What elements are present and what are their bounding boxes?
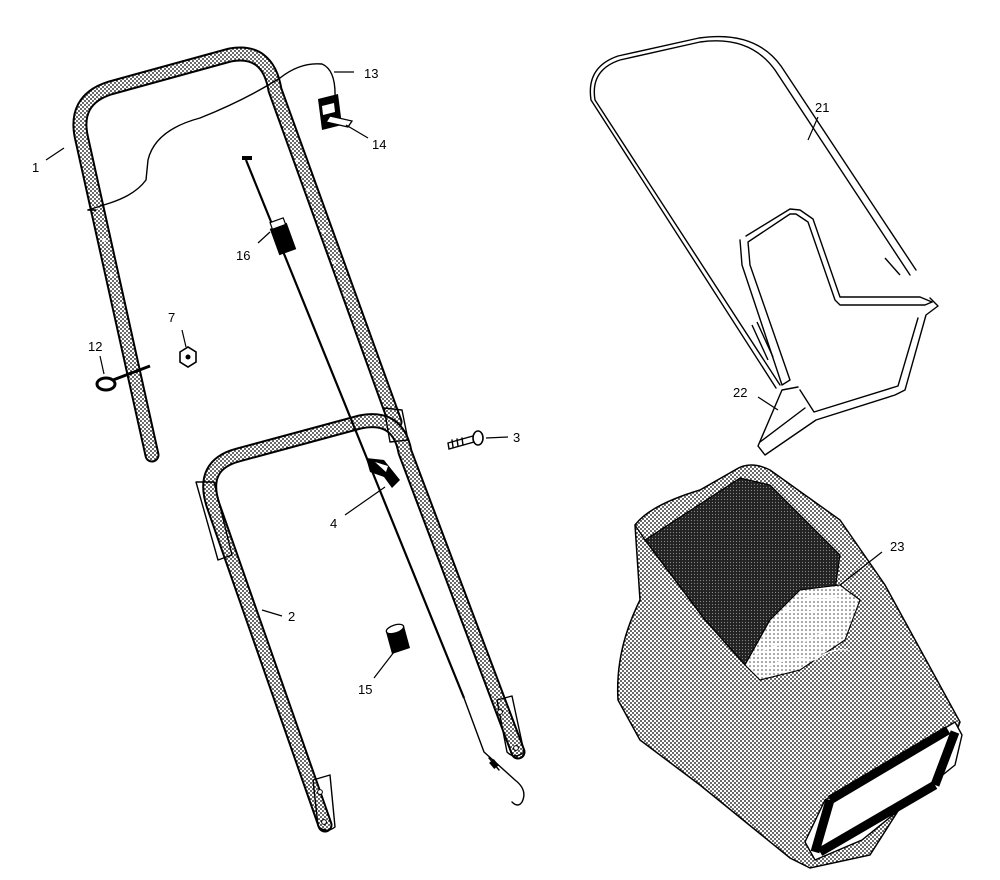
lower-handle bbox=[195, 407, 526, 833]
control-cable bbox=[87, 63, 336, 211]
callout-3: 3 bbox=[513, 430, 520, 445]
grip-sleeve bbox=[269, 217, 297, 256]
wing-nut bbox=[366, 458, 400, 488]
callout-23: 23 bbox=[890, 539, 904, 554]
callout-22: 22 bbox=[733, 385, 747, 400]
bag-frame bbox=[589, 35, 917, 389]
bushing bbox=[385, 623, 410, 654]
callout-labels: 1 2 3 4 7 12 13 14 15 16 21 22 23 bbox=[32, 66, 904, 697]
callout-21: 21 bbox=[815, 100, 829, 115]
callout-2: 2 bbox=[288, 609, 295, 624]
callout-15: 15 bbox=[358, 682, 372, 697]
callout-4: 4 bbox=[330, 516, 337, 531]
cable-clip bbox=[318, 94, 354, 130]
callout-7: 7 bbox=[168, 310, 175, 325]
callout-1: 1 bbox=[32, 160, 39, 175]
grass-bag bbox=[616, 464, 963, 869]
eye-bolt bbox=[95, 364, 151, 392]
hex-nut bbox=[179, 346, 197, 368]
callout-12: 12 bbox=[88, 339, 102, 354]
callout-14: 14 bbox=[372, 137, 386, 152]
callout-16: 16 bbox=[236, 248, 250, 263]
carriage-bolt bbox=[447, 430, 484, 450]
callout-13: 13 bbox=[364, 66, 378, 81]
inner-frame bbox=[739, 208, 939, 456]
leader-lines bbox=[45, 71, 883, 679]
